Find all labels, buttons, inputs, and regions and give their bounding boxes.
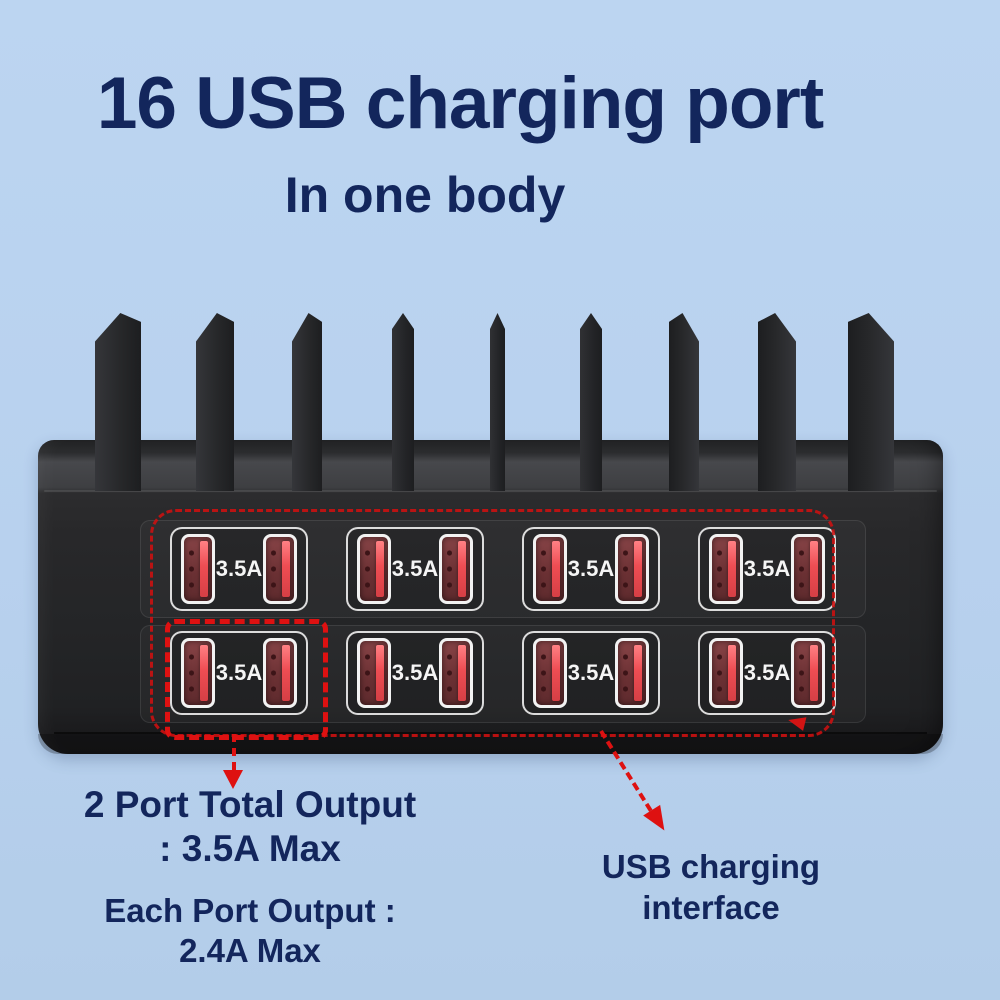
divider-fin xyxy=(848,313,894,491)
usb-port-group: 3.5A xyxy=(522,527,660,611)
port-panel-row2 xyxy=(140,625,866,723)
headline: 16 USB charging port xyxy=(96,63,824,144)
port-amperage-label: 3.5A xyxy=(391,660,439,685)
port-amperage-label: 3.5A xyxy=(743,556,791,581)
port-amperage-label: 3.5A xyxy=(391,556,439,581)
usb-port xyxy=(262,638,297,708)
callout-line: : 3.5A Max xyxy=(159,828,341,869)
usb-interface-callout: USB charging interface xyxy=(556,846,866,928)
usb-port xyxy=(790,534,825,604)
subheadline: In one body xyxy=(284,167,566,223)
usb-port-group: 3.5A xyxy=(698,631,836,715)
usb-port xyxy=(357,534,391,604)
down-arrow-line xyxy=(232,734,236,770)
callout-line: 2 Port Total Output xyxy=(83,784,417,825)
usb-port xyxy=(533,534,567,604)
deck-edge-highlight xyxy=(44,490,937,492)
spacer xyxy=(30,871,470,891)
divider-fin xyxy=(580,313,602,491)
port-pair-dashed-highlight xyxy=(165,619,328,740)
usb-port-group: 3.5A xyxy=(698,527,836,611)
usb-port xyxy=(181,638,215,708)
port-amperage-label: 3.5A xyxy=(567,660,615,685)
port-amperage-label: 3.5A xyxy=(215,556,263,581)
usb-port xyxy=(709,534,743,604)
usb-port-group: 3.5A xyxy=(346,527,484,611)
usb-port xyxy=(790,638,825,708)
usb-port xyxy=(181,534,215,604)
usb-port xyxy=(614,638,649,708)
port-amperage-label: 3.5A xyxy=(215,660,263,685)
down-arrow-head xyxy=(223,770,243,789)
divider-fin xyxy=(669,313,699,491)
divider-fin xyxy=(196,313,234,491)
callout-line: USB charging xyxy=(601,848,821,885)
port-panel-row1 xyxy=(140,520,866,618)
body-seam-line xyxy=(54,732,927,734)
port-row-top: 3.5A 3.5A 3.5A 3.5A xyxy=(170,527,836,615)
callout-line: Each Port Output : xyxy=(104,892,396,929)
output-spec-callout: 2 Port Total Output : 3.5A Max Each Port… xyxy=(30,783,470,971)
usb-port xyxy=(262,534,297,604)
usb-port xyxy=(357,638,391,708)
usb-port xyxy=(438,638,473,708)
divider-fin xyxy=(758,313,796,491)
usb-port-group-highlighted: 3.5A xyxy=(170,631,308,715)
usb-port-group: 3.5A xyxy=(170,527,308,611)
callout-line: interface xyxy=(642,889,780,926)
usb-port xyxy=(709,638,743,708)
usb-port-group: 3.5A xyxy=(346,631,484,715)
divider-fin xyxy=(392,313,414,491)
port-amperage-label: 3.5A xyxy=(743,660,791,685)
port-row-bottom: 3.5A 3.5A 3.5A 3.5A xyxy=(170,631,836,719)
divider-fin xyxy=(490,313,505,491)
usb-port-group: 3.5A xyxy=(522,631,660,715)
port-amperage-label: 3.5A xyxy=(567,556,615,581)
callout-line: 2.4A Max xyxy=(179,932,321,969)
usb-port xyxy=(614,534,649,604)
divider-fin xyxy=(95,313,141,491)
usb-port xyxy=(533,638,567,708)
divider-fin xyxy=(292,313,322,491)
ports-area-dashed-outline xyxy=(150,509,835,737)
usb-port xyxy=(438,534,473,604)
